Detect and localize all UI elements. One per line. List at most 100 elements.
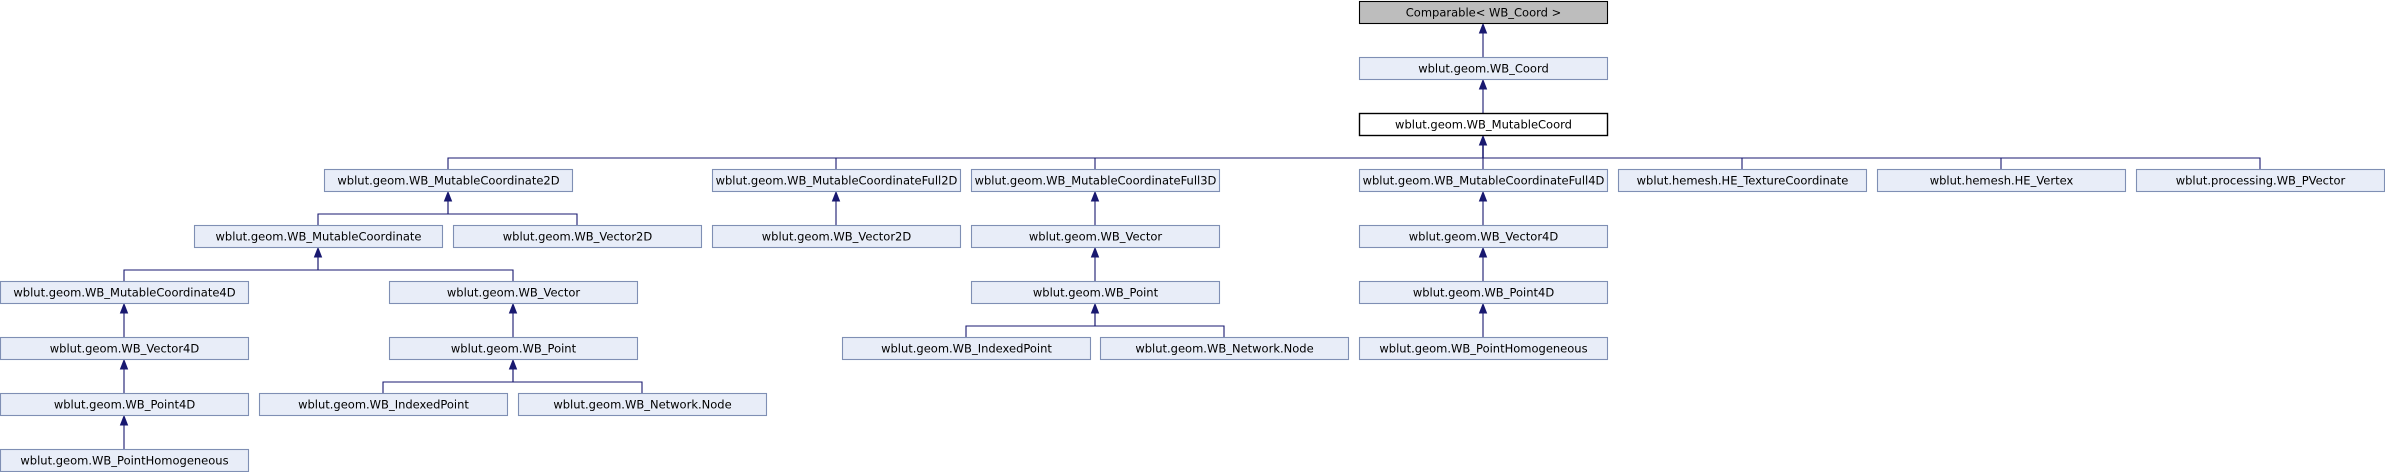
- class-box[interactable]: [323, 168, 574, 193]
- class-box[interactable]: [1358, 168, 1609, 193]
- class-box[interactable]: [0, 392, 250, 417]
- class-label[interactable]: wblut.geom.WB_MutableCoord: [1395, 118, 1572, 132]
- class-box[interactable]: [711, 224, 962, 249]
- inheritance-edge: [123, 255, 319, 281]
- class-label[interactable]: wblut.geom.WB_PointHomogeneous: [1379, 342, 1587, 356]
- class-label[interactable]: wblut.geom.WB_Point: [451, 342, 577, 356]
- class-label[interactable]: wblut.geom.WB_Point: [1033, 286, 1159, 300]
- class-label[interactable]: wblut.geom.WB_MutableCoordinateFull2D: [716, 174, 958, 188]
- arrowhead-icon: [1478, 134, 1488, 146]
- class-box[interactable]: [711, 168, 962, 193]
- class-label[interactable]: wblut.hemesh.HE_Vertex: [1930, 174, 2074, 188]
- class-node-mc[interactable]: wblut.geom.WB_MutableCoordinate: [193, 224, 444, 249]
- class-box[interactable]: [1358, 280, 1609, 305]
- class-box[interactable]: [452, 224, 703, 249]
- class-node-mc4d[interactable]: wblut.geom.WB_MutableCoordinate4D: [0, 280, 250, 305]
- class-node-hevert[interactable]: wblut.hemesh.HE_Vertex: [1876, 168, 2127, 193]
- arrowhead-icon: [508, 302, 518, 314]
- class-box[interactable]: [193, 224, 444, 249]
- class-box[interactable]: [1358, 56, 1609, 81]
- class-box[interactable]: [970, 168, 1221, 193]
- class-box[interactable]: [0, 336, 250, 361]
- class-label[interactable]: wblut.geom.WB_MutableCoordinateFull3D: [975, 174, 1217, 188]
- class-label[interactable]: wblut.geom.WB_Point4D: [54, 398, 196, 412]
- class-box[interactable]: [0, 280, 250, 305]
- class-node-hetex[interactable]: wblut.hemesh.HE_TextureCoordinate: [1617, 168, 1868, 193]
- class-label[interactable]: wblut.geom.WB_Vector4D: [1409, 230, 1559, 244]
- class-box[interactable]: [970, 224, 1221, 249]
- inheritance-edge: [965, 311, 1096, 337]
- class-box[interactable]: [388, 280, 639, 305]
- arrowhead-icon: [1090, 246, 1100, 258]
- class-label[interactable]: wblut.geom.WB_MutableCoordinate2D: [337, 174, 559, 188]
- class-label[interactable]: wblut.geom.WB_Vector: [447, 286, 581, 300]
- class-box[interactable]: [388, 336, 639, 361]
- class-node-pvector[interactable]: wblut.processing.WB_PVector: [2135, 168, 2385, 193]
- class-label[interactable]: wblut.geom.WB_Vector2D: [762, 230, 912, 244]
- class-label[interactable]: wblut.processing.WB_PVector: [2176, 174, 2346, 188]
- class-node-ph_left[interactable]: wblut.geom.WB_PointHomogeneous: [0, 448, 250, 472]
- inheritance-edge: [835, 143, 1484, 169]
- class-node-nn_mid[interactable]: wblut.geom.WB_Network.Node: [1099, 336, 1350, 361]
- class-label[interactable]: wblut.geom.WB_PointHomogeneous: [20, 454, 228, 468]
- class-box[interactable]: [1617, 168, 1868, 193]
- class-label[interactable]: wblut.geom.WB_MutableCoordinate: [215, 230, 421, 244]
- class-box[interactable]: [970, 280, 1221, 305]
- class-node-mcf2d[interactable]: wblut.geom.WB_MutableCoordinateFull2D: [711, 168, 962, 193]
- class-node-vec_mid[interactable]: wblut.geom.WB_Vector: [970, 224, 1221, 249]
- class-node-mc2d[interactable]: wblut.geom.WB_MutableCoordinate2D: [323, 168, 574, 193]
- class-node-mcf3d[interactable]: wblut.geom.WB_MutableCoordinateFull3D: [970, 168, 1221, 193]
- class-box[interactable]: [1358, 0, 1609, 25]
- class-label[interactable]: wblut.geom.WB_Vector: [1029, 230, 1163, 244]
- class-label[interactable]: wblut.geom.WB_Vector2D: [503, 230, 653, 244]
- class-node-ip_left[interactable]: wblut.geom.WB_IndexedPoint: [258, 392, 509, 417]
- class-box[interactable]: [841, 336, 1092, 361]
- class-box[interactable]: [1358, 112, 1609, 137]
- class-node-coord[interactable]: wblut.geom.WB_Coord: [1358, 56, 1609, 81]
- class-box[interactable]: [1358, 336, 1609, 361]
- edges-layer: [119, 22, 2261, 449]
- inheritance-edge: [317, 199, 449, 225]
- class-node-vec_left[interactable]: wblut.geom.WB_Vector: [388, 280, 639, 305]
- class-node-comparable[interactable]: Comparable< WB_Coord >: [1358, 0, 1609, 25]
- class-node-p4d_left[interactable]: wblut.geom.WB_Point4D: [0, 392, 250, 417]
- class-node-ph_right[interactable]: wblut.geom.WB_PointHomogeneous: [1358, 336, 1609, 361]
- class-node-mcf4d[interactable]: wblut.geom.WB_MutableCoordinateFull4D: [1358, 168, 1609, 193]
- class-label[interactable]: wblut.geom.WB_Coord: [1418, 62, 1549, 76]
- class-node-v2d_a[interactable]: wblut.geom.WB_Vector2D: [452, 224, 703, 249]
- class-node-v4d_right[interactable]: wblut.geom.WB_Vector4D: [1358, 224, 1609, 249]
- arrowhead-icon: [119, 358, 129, 370]
- inheritance-edge: [1482, 143, 1743, 169]
- class-label[interactable]: wblut.geom.WB_IndexedPoint: [298, 398, 469, 412]
- arrowhead-icon: [1478, 78, 1488, 90]
- class-node-pt_left[interactable]: wblut.geom.WB_Point: [388, 336, 639, 361]
- arrowhead-icon: [831, 190, 841, 202]
- class-label[interactable]: wblut.geom.WB_MutableCoordinateFull4D: [1363, 174, 1605, 188]
- arrowhead-icon: [119, 302, 129, 314]
- class-label[interactable]: wblut.geom.WB_Network.Node: [1135, 342, 1313, 356]
- class-box[interactable]: [517, 392, 768, 417]
- class-label[interactable]: wblut.geom.WB_Point4D: [1413, 286, 1555, 300]
- class-node-nn_left[interactable]: wblut.geom.WB_Network.Node: [517, 392, 768, 417]
- arrowhead-icon: [119, 414, 129, 426]
- class-node-v4d_left[interactable]: wblut.geom.WB_Vector4D: [0, 336, 250, 361]
- class-box[interactable]: [1358, 224, 1609, 249]
- inheritance-edge: [512, 367, 643, 393]
- class-label[interactable]: wblut.geom.WB_Network.Node: [553, 398, 731, 412]
- class-label[interactable]: wblut.hemesh.HE_TextureCoordinate: [1637, 174, 1849, 188]
- arrowhead-icon: [443, 190, 453, 202]
- class-node-v2d_b[interactable]: wblut.geom.WB_Vector2D: [711, 224, 962, 249]
- class-label[interactable]: wblut.geom.WB_Vector4D: [50, 342, 200, 356]
- class-label[interactable]: wblut.geom.WB_MutableCoordinate4D: [13, 286, 235, 300]
- class-label[interactable]: wblut.geom.WB_IndexedPoint: [881, 342, 1052, 356]
- class-node-pt_mid[interactable]: wblut.geom.WB_Point: [970, 280, 1221, 305]
- class-node-ip_mid[interactable]: wblut.geom.WB_IndexedPoint: [841, 336, 1092, 361]
- inheritance-edge: [317, 255, 514, 281]
- class-label[interactable]: Comparable< WB_Coord >: [1406, 6, 1561, 20]
- class-node-p4d_right[interactable]: wblut.geom.WB_Point4D: [1358, 280, 1609, 305]
- class-node-mutablecoord[interactable]: wblut.geom.WB_MutableCoord: [1358, 112, 1609, 137]
- class-box[interactable]: [1099, 336, 1350, 361]
- class-box[interactable]: [258, 392, 509, 417]
- class-box[interactable]: [1876, 168, 2127, 193]
